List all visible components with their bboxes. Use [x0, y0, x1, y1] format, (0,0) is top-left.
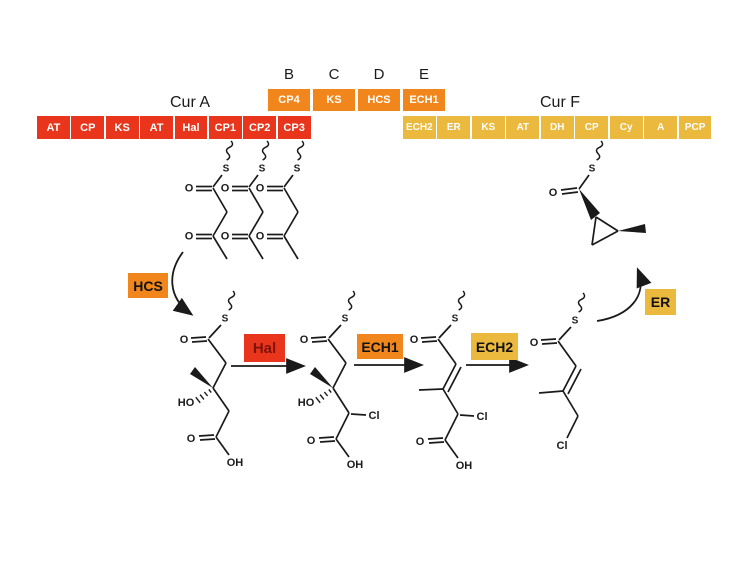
domain-box-hcs: HCS [358, 89, 400, 111]
domain-box-dh: DH [540, 116, 574, 139]
domain-box-cp4: CP4 [268, 89, 310, 111]
domain-box-pcp: PCP [678, 116, 712, 139]
atom-o: O [300, 334, 309, 346]
structure-chloro-hmg: S O HO Cl O OH [298, 314, 380, 471]
cluster-letter-c: C [328, 66, 340, 83]
atom-s: S [589, 164, 596, 175]
domain-box-cp2: CP2 [243, 116, 277, 139]
domain-box-cp1: CP1 [208, 116, 242, 139]
atom-o: O [530, 337, 539, 349]
atom-o: O [221, 230, 230, 242]
atom-cl: Cl [477, 411, 488, 423]
atom-oh: OH [456, 460, 473, 472]
cluster-letter-d: D [373, 66, 385, 83]
domain-box-ks: KS [105, 116, 139, 139]
domain-box-at1: AT [37, 116, 70, 139]
structure-chloro-alkene: S O Cl O OH [410, 314, 488, 472]
hal-step-label: Hal [244, 334, 285, 362]
domain-box-cp-f: CP [575, 116, 609, 139]
atom-o: O [410, 334, 419, 346]
structure-cyclopropane-product: S O [549, 164, 646, 246]
atom-cl: Cl [369, 410, 380, 422]
domain-box-at2: AT [140, 116, 173, 139]
ech2-step-label: ECH2 [471, 333, 518, 360]
atom-ho: HO [178, 397, 195, 409]
structure-hmg: S O HO O OH [178, 314, 244, 469]
atom-o: O [185, 230, 194, 242]
domain-box-at-f: AT [506, 116, 540, 139]
domain-box-ech1: ECH1 [403, 89, 445, 111]
er-curved-arrow [596, 267, 652, 322]
atom-s: S [222, 314, 229, 325]
atom-s: S [572, 316, 579, 327]
atom-oh: OH [227, 457, 244, 469]
cur-f-domain-row: ECH2 ER KS AT DH CP Cy A PCP [403, 116, 712, 139]
cur-f-title: Cur F [540, 94, 580, 111]
atom-s: S [342, 314, 349, 325]
atom-o: O [307, 435, 316, 447]
domain-box-a: A [644, 116, 677, 139]
cluster-letter-b: B [283, 66, 295, 83]
atom-o: O [187, 433, 196, 445]
structure-acetoacetyl-triplet: S O O S O O S O O [185, 164, 301, 260]
domain-box-cy: Cy [609, 116, 643, 139]
atom-o: O [221, 182, 230, 194]
domain-box-ech2: ECH2 [403, 116, 436, 139]
domain-box-hal: Hal [174, 116, 208, 139]
atom-s: S [294, 164, 301, 175]
domain-box-cp3: CP3 [277, 116, 311, 139]
cur-a-domain-row: AT CP KS AT Hal CP1 CP2 CP3 [37, 116, 311, 139]
cur-a-title: Cur A [169, 94, 211, 111]
cluster-letter-e: E [418, 66, 430, 83]
domain-box-ks-f: KS [471, 116, 505, 139]
domain-box-er: ER [437, 116, 471, 139]
er-step-label: ER [645, 289, 676, 315]
cur-bcde-domain-row: CP4 KS HCS ECH1 [268, 89, 445, 111]
domain-box-ks-b: KS [313, 89, 355, 111]
domain-box-cp: CP [71, 116, 105, 139]
atom-cl: Cl [557, 440, 568, 452]
atom-o: O [549, 187, 558, 199]
atom-s: S [452, 314, 459, 325]
atom-o: O [416, 436, 425, 448]
ppant-squiggles [223, 139, 604, 314]
atom-o: O [180, 334, 189, 346]
atom-oh: OH [347, 459, 364, 471]
atom-s: S [259, 164, 266, 175]
ech1-step-label: ECH1 [357, 334, 403, 359]
atom-o: O [256, 230, 265, 242]
structure-vinyl-chloride: S O Cl [530, 316, 582, 452]
atom-ho: HO [298, 397, 315, 409]
atom-o: O [185, 182, 194, 194]
hcs-step-label: HCS [128, 273, 168, 298]
atom-o: O [256, 182, 265, 194]
reaction-arrows [171, 251, 652, 374]
atom-s: S [223, 164, 230, 175]
hcs-curved-arrow [171, 251, 194, 316]
